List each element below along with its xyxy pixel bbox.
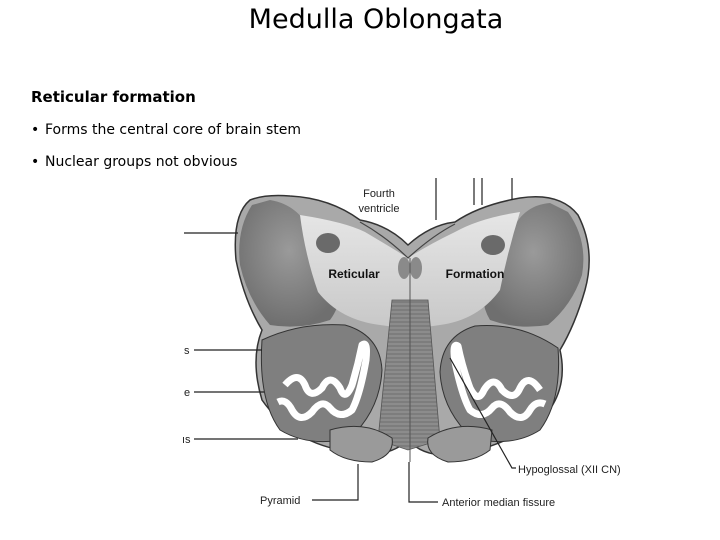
medial-lemniscus [377,299,441,451]
right-pyramid [427,425,493,463]
label-pyramid: Pyramid [260,495,300,507]
bullet-item: • Nuclear groups not obvious [31,153,301,185]
right-inferior-olivary-nucleus [450,341,547,421]
left-lateral-region [239,200,339,327]
fourth-ventricle-floor [359,221,456,259]
left-inferior-olivary-nucleus [276,340,370,421]
label-formation: Formation [446,267,505,281]
leader-line-anterior-median-fissure [408,462,438,503]
label-left-is: ıs [182,434,191,446]
label-fourth-ventricle-line2: ventricle [359,203,400,215]
bullet-text: Forms the central core of brain stem [45,122,301,138]
bullet-glyph: • [31,122,40,138]
bullet-text: Nuclear groups not obvious [45,154,238,170]
bullet-glyph: • [31,154,40,170]
label-hypoglossal: Hypoglossal (XII CN) [518,464,621,476]
label-reticular: Reticular [328,267,380,281]
slide-title: Medulla Oblongata [248,4,504,35]
label-anterior-median-fissure: Anterior median fissure [442,497,555,509]
left-nucleus [316,233,340,253]
bullet-list: • Forms the central core of brain stem • N… [31,121,301,185]
midline-nucleus-right [410,257,422,279]
label-fourth-ventricle-line1: Fourth [363,188,395,200]
label-left-e: e [184,387,190,399]
right-nucleus [481,235,505,255]
leader-line-pyramid [312,464,359,501]
left-pyramid [329,425,393,463]
right-lateral-region [483,203,584,327]
bullet-item: • Forms the central core of brain stem [31,121,301,153]
section-heading: Reticular formation [31,88,196,106]
leader-line-hypoglossal [449,357,516,469]
midline-nucleus-left [398,257,410,279]
label-left-s: s [184,345,190,357]
